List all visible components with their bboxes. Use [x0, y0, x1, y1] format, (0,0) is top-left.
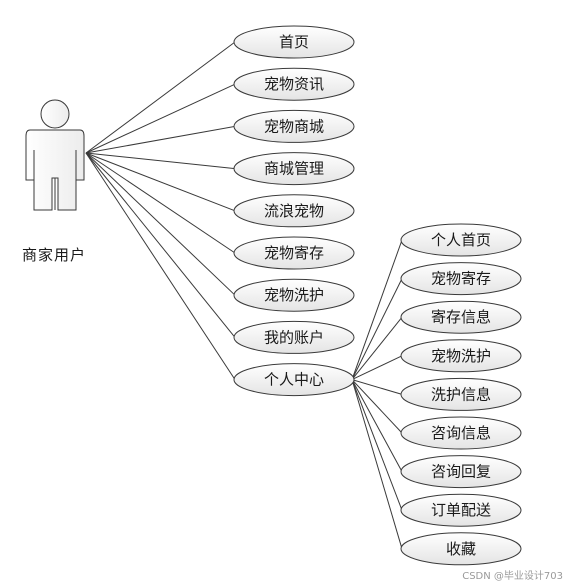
use-case-sub-2-label: 宠物寄存: [431, 270, 491, 288]
use-case-sub-7-label: 咨询回复: [431, 463, 491, 481]
actor-figure: [25, 99, 85, 211]
use-case-sub-5-ellipse: [400, 377, 522, 411]
association-line-main: [85, 152, 236, 254]
use-case-main-3: 宠物商城: [233, 109, 355, 143]
association-line-main: [85, 83, 236, 154]
use-case-sub-6-label: 咨询信息: [431, 424, 491, 442]
use-case-sub-1-ellipse: [400, 223, 522, 257]
use-case-main-9-label: 个人中心: [264, 371, 324, 389]
use-case-main-1-ellipse: [233, 25, 355, 59]
use-case-main-8-label: 我的账户: [264, 328, 324, 346]
use-case-sub-2-ellipse: [400, 262, 522, 296]
use-case-sub-2: 宠物寄存: [400, 262, 522, 296]
association-line-main: [85, 41, 236, 154]
use-case-main-9: 个人中心: [233, 363, 355, 397]
use-case-main-7: 宠物洗护: [233, 278, 355, 312]
association-line-sub: [351, 316, 403, 380]
association-line-sub: [351, 355, 403, 381]
use-case-main-1-label: 首页: [279, 33, 309, 51]
watermark: CSDN @毕业设计703: [462, 571, 563, 582]
use-case-main-2: 宠物资讯: [233, 67, 355, 101]
use-case-sub-4: 宠物洗护: [400, 339, 522, 373]
association-line-sub: [351, 239, 403, 380]
association-line-main: [85, 152, 236, 212]
actor-body: [25, 129, 85, 211]
use-case-sub-5-label: 洗护信息: [431, 385, 491, 403]
use-case-sub-4-ellipse: [400, 339, 522, 373]
use-case-sub-4-label: 宠物洗护: [431, 347, 491, 365]
use-case-main-4: 商城管理: [233, 152, 355, 186]
association-line-sub: [351, 379, 403, 434]
use-case-sub-3: 寄存信息: [400, 300, 522, 334]
use-case-sub-8-label: 订单配送: [431, 501, 491, 519]
association-line-sub: [351, 379, 403, 472]
use-case-sub-9-label: 收藏: [446, 540, 476, 558]
use-case-sub-1-label: 个人首页: [431, 231, 491, 249]
use-case-sub-7-ellipse: [400, 455, 522, 489]
use-case-main-8-ellipse: [233, 320, 355, 354]
association-line-main: [85, 152, 236, 338]
use-case-sub-5: 洗护信息: [400, 377, 522, 411]
association-line-sub: [351, 379, 403, 549]
use-case-sub-6: 咨询信息: [400, 416, 522, 450]
association-lines: [85, 41, 403, 549]
use-case-main-3-label: 宠物商城: [264, 117, 324, 135]
use-case-main-5: 流浪宠物: [233, 194, 355, 228]
use-case-main-7-label: 宠物洗护: [264, 286, 324, 304]
association-line-sub: [351, 379, 403, 511]
association-line-main: [85, 152, 236, 380]
use-case-main-5-label: 流浪宠物: [264, 202, 324, 220]
use-case-main-9-ellipse: [233, 363, 355, 397]
association-line-main: [85, 125, 236, 154]
association-line-sub: [351, 278, 403, 380]
use-case-main-6-label: 宠物寄存: [264, 244, 324, 262]
use-case-sub-3-ellipse: [400, 300, 522, 334]
use-case-main-6-ellipse: [233, 236, 355, 270]
use-case-main-2-ellipse: [233, 67, 355, 101]
use-case-sub-8: 订单配送: [400, 493, 522, 527]
use-case-main-4-label: 商城管理: [264, 160, 324, 178]
use-case-main-4-ellipse: [233, 152, 355, 186]
use-case-main-2-label: 宠物资讯: [264, 75, 324, 93]
association-line-main: [85, 152, 236, 170]
use-case-sub-8-ellipse: [400, 493, 522, 527]
use-case-main-6: 宠物寄存: [233, 236, 355, 270]
association-line-main: [85, 152, 236, 296]
use-case-main-1: 首页: [233, 25, 355, 59]
use-case-main-5-ellipse: [233, 194, 355, 228]
actor-head: [40, 99, 70, 129]
use-case-sub-1: 个人首页: [400, 223, 522, 257]
use-case-sub-9-ellipse: [400, 532, 522, 566]
use-case-main-8: 我的账户: [233, 320, 355, 354]
use-case-sub-6-ellipse: [400, 416, 522, 450]
use-case-sub-9: 收藏: [400, 532, 522, 566]
actor-label: 商家用户: [22, 246, 87, 264]
use-case-sub-7: 咨询回复: [400, 455, 522, 489]
association-line-sub: [351, 379, 403, 395]
use-case-main-7-ellipse: [233, 278, 355, 312]
use-case-main-3-ellipse: [233, 109, 355, 143]
use-case-sub-3-label: 寄存信息: [431, 308, 491, 326]
